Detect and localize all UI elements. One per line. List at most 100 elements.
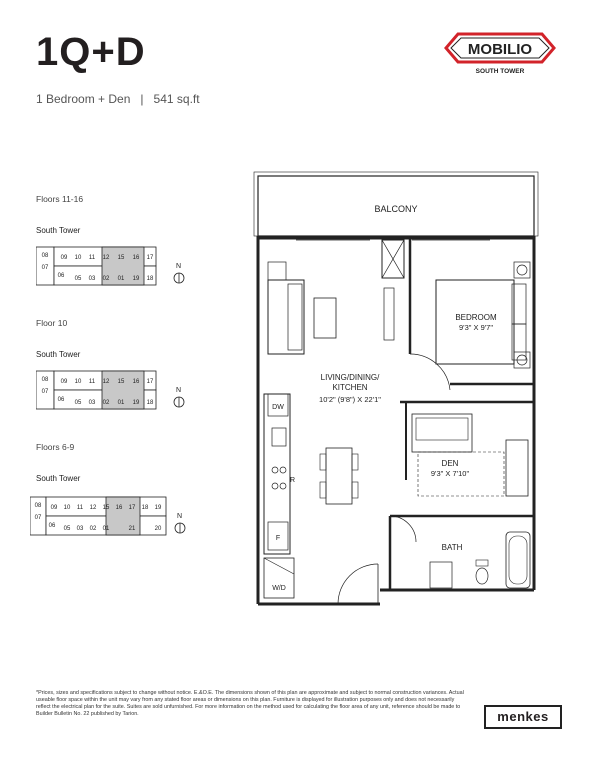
den-label: DEN — [442, 459, 459, 468]
svg-text:20: 20 — [155, 526, 162, 532]
svg-text:16: 16 — [116, 505, 123, 511]
svg-text:19: 19 — [155, 505, 162, 511]
svg-text:05: 05 — [64, 526, 71, 532]
logo-sub: SOUTH TOWER — [476, 68, 525, 75]
bath-label: BATH — [442, 543, 463, 552]
svg-text:10: 10 — [75, 255, 82, 261]
mobilio-logo: MOBILIO SOUTH TOWER — [444, 32, 556, 76]
sink — [271, 427, 287, 447]
svg-text:07: 07 — [35, 515, 42, 521]
living-label-2: KITCHEN — [332, 383, 367, 392]
keyplan-3-floors: Floors 6-9 — [36, 442, 75, 452]
svg-text:16: 16 — [133, 255, 140, 261]
svg-text:12: 12 — [90, 505, 97, 511]
keyplan-3-tower: South Tower — [36, 474, 81, 483]
svg-text:17: 17 — [147, 255, 154, 261]
unit-subtitle: 1 Bedroom + Den | 541 sq.ft — [36, 92, 200, 106]
svg-text:02: 02 — [103, 400, 110, 406]
separator: | — [140, 92, 144, 106]
fridge — [267, 521, 289, 551]
svg-text:19: 19 — [133, 276, 140, 282]
svg-text:01: 01 — [118, 276, 125, 282]
svg-text:08: 08 — [42, 253, 49, 259]
svg-text:03: 03 — [89, 276, 96, 282]
svg-text:N: N — [177, 513, 182, 520]
svg-text:02: 02 — [103, 276, 110, 282]
living-label-1: LIVING/DINING/ — [321, 373, 380, 382]
svg-text:09: 09 — [61, 255, 68, 261]
disclaimer: *Prices, sizes and specifications subjec… — [36, 690, 464, 717]
svg-text:11: 11 — [89, 255, 96, 261]
svg-text:11: 11 — [89, 379, 96, 385]
svg-text:05: 05 — [75, 400, 82, 406]
coffee-table — [313, 297, 337, 339]
svg-text:12: 12 — [103, 255, 110, 261]
svg-text:07: 07 — [42, 265, 49, 271]
vanity — [429, 561, 453, 589]
dining-table — [325, 447, 353, 505]
svg-text:03: 03 — [89, 400, 96, 406]
svg-text:12: 12 — [103, 379, 110, 385]
balcony-label: BALCONY — [374, 204, 417, 214]
svg-text:W/D: W/D — [272, 585, 286, 592]
svg-text:18: 18 — [147, 400, 154, 406]
svg-text:F: F — [276, 535, 280, 542]
svg-text:06: 06 — [58, 273, 65, 279]
svg-text:05: 05 — [75, 276, 82, 282]
sofa — [267, 279, 305, 355]
svg-text:DW: DW — [272, 404, 284, 411]
north-arrow-icon: N — [173, 263, 185, 284]
svg-text:21: 21 — [129, 526, 136, 532]
svg-text:09: 09 — [51, 505, 58, 511]
dishwasher — [267, 393, 289, 417]
menkes-logo: menkes — [484, 705, 562, 729]
keyplan-2-floors: Floor 10 — [36, 318, 68, 328]
svg-text:17: 17 — [129, 505, 136, 511]
svg-text:N: N — [176, 263, 181, 270]
unit-area: 541 sq.ft — [153, 92, 200, 106]
bathtub — [505, 531, 531, 589]
svg-text:01: 01 — [118, 400, 125, 406]
unit-type: 1 Bedroom + Den — [36, 92, 131, 106]
svg-text:15: 15 — [103, 505, 110, 511]
svg-text:03: 03 — [77, 526, 84, 532]
svg-text:06: 06 — [58, 397, 65, 403]
bedroom-label: BEDROOM — [455, 313, 497, 322]
svg-text:19: 19 — [133, 400, 140, 406]
svg-text:10: 10 — [75, 379, 82, 385]
washer-dryer — [263, 557, 295, 599]
svg-text:07: 07 — [42, 389, 49, 395]
svg-text:18: 18 — [142, 505, 149, 511]
keyplan-1-tower: South Tower — [36, 226, 81, 235]
svg-text:08: 08 — [42, 377, 49, 383]
den-dimension: 9'3" X 7'10" — [431, 469, 470, 478]
floor-plan: BALCONY — [240, 158, 560, 613]
north-arrow-icon: N — [174, 513, 186, 534]
keyplan-1-floors: Floors 11-16 — [36, 194, 84, 204]
keyplan-2-tower: South Tower — [36, 350, 81, 359]
svg-text:10: 10 — [64, 505, 71, 511]
svg-text:11: 11 — [77, 505, 84, 511]
toilet — [475, 567, 489, 585]
svg-text:02: 02 — [90, 526, 97, 532]
svg-text:R: R — [290, 477, 295, 484]
svg-text:N: N — [176, 387, 181, 394]
svg-text:08: 08 — [35, 503, 42, 509]
bedroom-dimension: 9'3" X 9'7" — [459, 323, 493, 332]
keyplan-2: 08 07 06 09 10 11 12 15 16 17 05 03 02 0… — [35, 366, 196, 421]
svg-text:18: 18 — [147, 276, 154, 282]
range: R — [271, 466, 295, 490]
living-dimension: 10'2" (9'8") X 22'1" — [319, 395, 381, 404]
svg-text:06: 06 — [49, 523, 56, 529]
unit-code: 1Q+D — [36, 30, 146, 74]
svg-text:01: 01 — [103, 526, 110, 532]
svg-text:16: 16 — [133, 379, 140, 385]
svg-text:15: 15 — [118, 379, 125, 385]
svg-text:09: 09 — [61, 379, 68, 385]
keyplan-3: 08 07 06 09 10 11 12 15 16 17 18 19 05 0… — [29, 492, 200, 547]
keyplan-1: 08 07 06 09 10 11 12 15 16 17 05 03 02 0… — [35, 242, 196, 297]
bed — [435, 279, 515, 365]
svg-text:17: 17 — [147, 379, 154, 385]
svg-text:15: 15 — [118, 255, 125, 261]
north-arrow-icon: N — [173, 387, 185, 408]
